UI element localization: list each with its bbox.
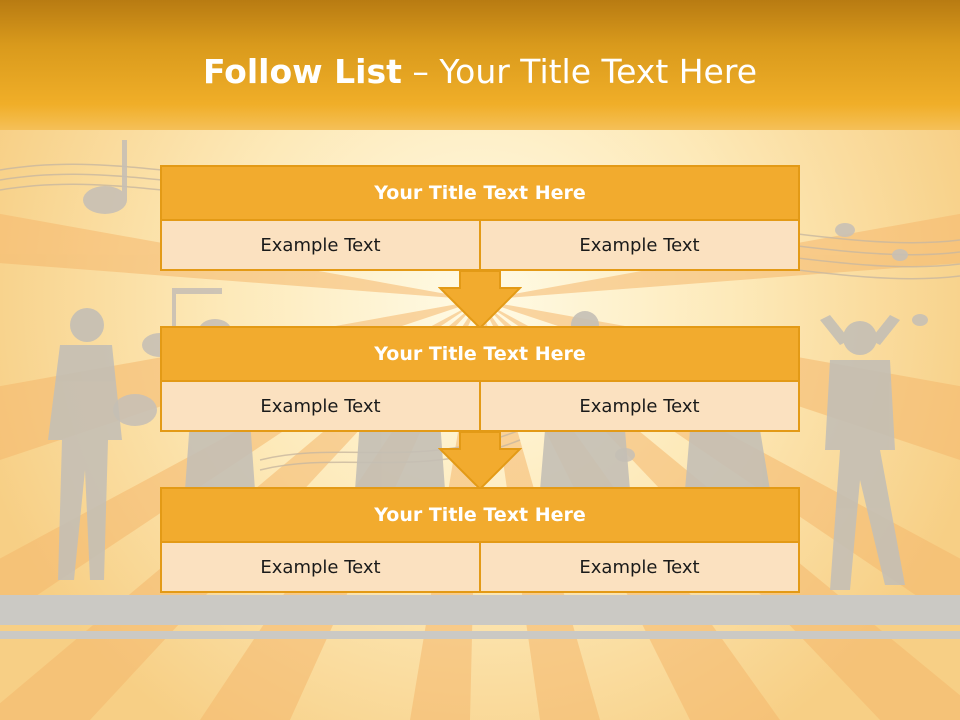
block-cell-right: Example Text — [481, 382, 800, 432]
block-title: Your Title Text Here — [160, 165, 800, 221]
slide-title-rest: – Your Title Text Here — [412, 52, 758, 91]
slide-title-bold: Follow List — [202, 52, 402, 91]
block-cell-right: Example Text — [481, 543, 800, 593]
block-cell-right: Example Text — [481, 221, 800, 271]
dancer-silhouettes — [48, 308, 905, 590]
down-arrow-icon — [438, 270, 522, 330]
block-cell-left: Example Text — [160, 221, 481, 271]
block-title: Your Title Text Here — [160, 487, 800, 543]
block-row: Example Text Example Text — [160, 382, 800, 432]
floor-line — [0, 631, 960, 639]
down-arrow-icon — [438, 431, 522, 491]
slide-title: Follow List – Your Title Text Here — [0, 52, 960, 91]
header-bar — [0, 0, 960, 130]
block-row: Example Text Example Text — [160, 221, 800, 271]
floor-band — [0, 595, 960, 625]
block-row: Example Text Example Text — [160, 543, 800, 593]
list-block-3: Your Title Text Here Example Text Exampl… — [160, 487, 800, 593]
list-block-2: Your Title Text Here Example Text Exampl… — [160, 326, 800, 432]
list-block-1: Your Title Text Here Example Text Exampl… — [160, 165, 800, 271]
block-cell-left: Example Text — [160, 382, 481, 432]
block-title: Your Title Text Here — [160, 326, 800, 382]
block-cell-left: Example Text — [160, 543, 481, 593]
